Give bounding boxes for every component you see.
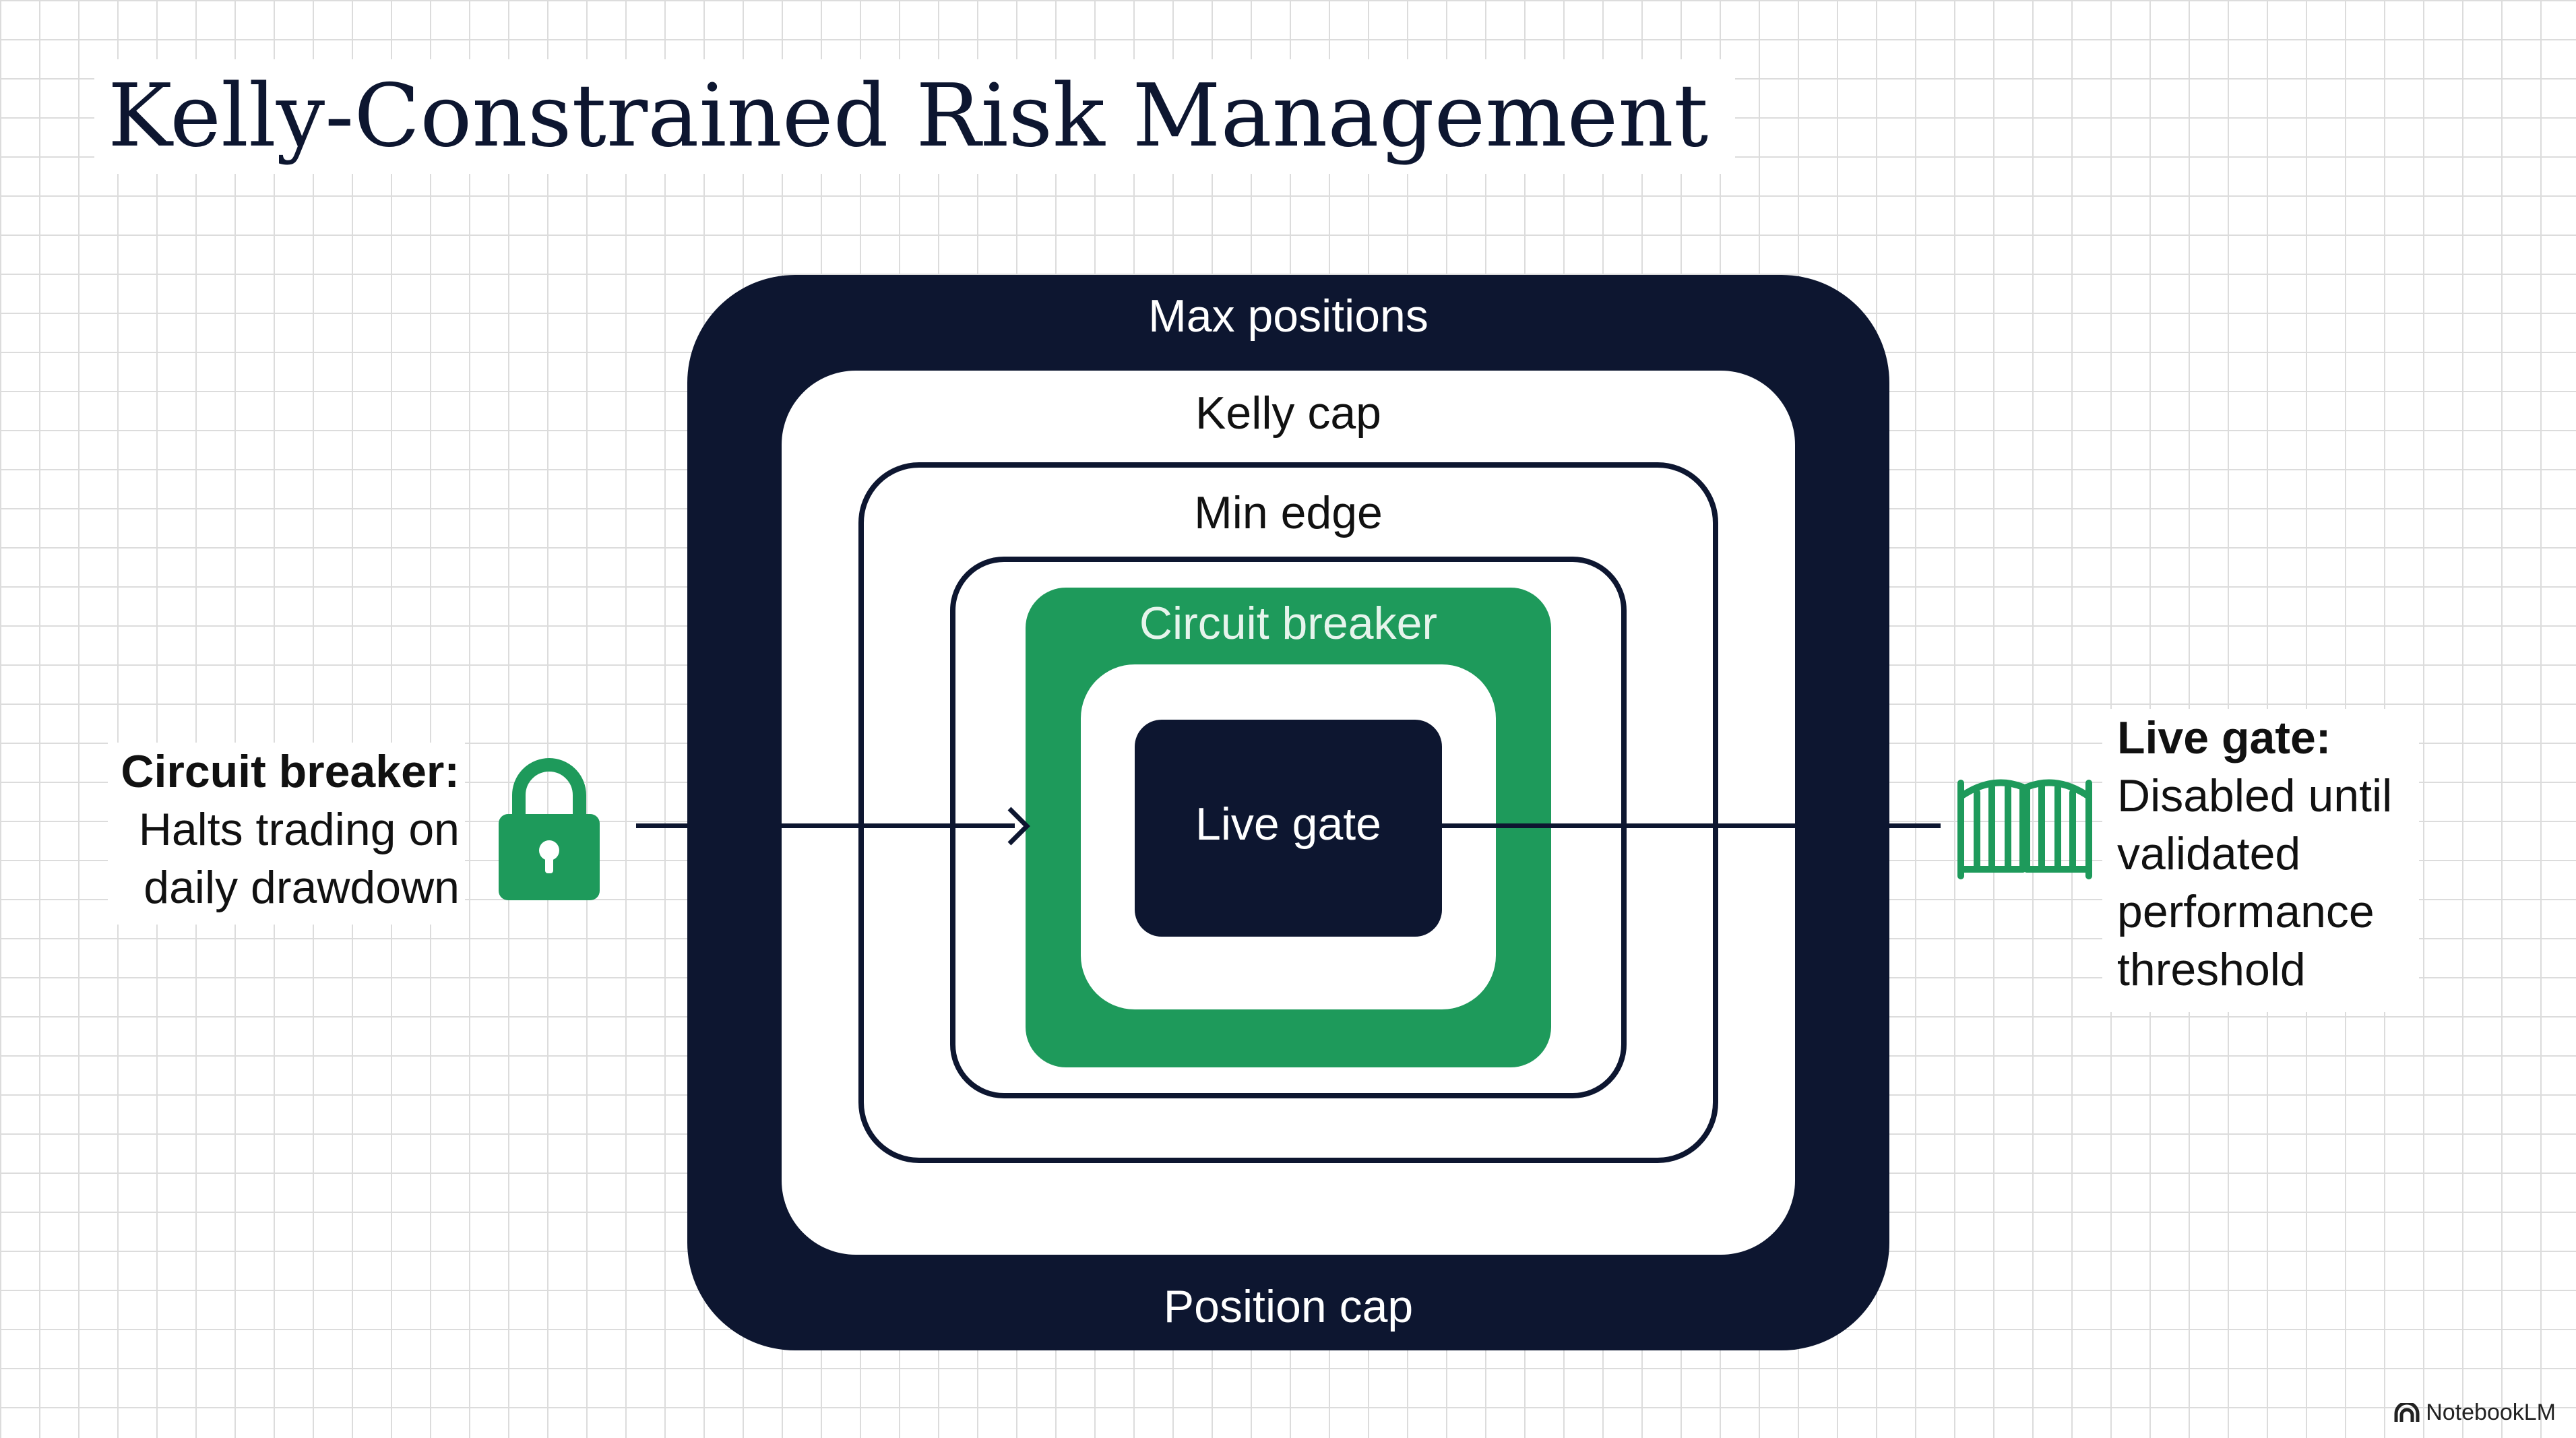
notebooklm-logo-icon: [2394, 1402, 2420, 1422]
right-connector-inner: [1442, 823, 1795, 828]
live-gate-note-line: Disabled until: [2117, 770, 2393, 821]
left-connector-outer: [636, 823, 687, 828]
brand-watermark: NotebookLM: [2393, 1400, 2556, 1426]
live-gate-note-line: threshold: [2117, 944, 2306, 995]
circuit-breaker-label: Circuit breaker: [1139, 598, 1438, 649]
arrow-right-icon: [1007, 807, 1030, 846]
circuit-breaker-note: Circuit breaker: Halts trading on daily …: [108, 743, 465, 925]
live-gate-note-line: validated: [2117, 828, 2301, 879]
min-edge-label: Min edge: [1194, 487, 1383, 538]
live-gate-note-line: performance: [2117, 886, 2375, 937]
live-gate-note-heading: Live gate:: [2117, 712, 2331, 763]
circuit-breaker-note-heading: Circuit breaker:: [121, 746, 460, 797]
live-gate-label: Live gate: [1195, 799, 1381, 850]
live-gate-note: Live gate: Disabled until validated perf…: [2102, 709, 2419, 1012]
circuit-breaker-note-line: Halts trading on: [138, 804, 460, 855]
gate-icon: [1957, 779, 2092, 879]
page-title: Kelly-Constrained Risk Management: [94, 59, 1736, 174]
brand-name: NotebookLM: [2426, 1400, 2556, 1425]
left-connector-inner: [782, 823, 1015, 828]
max-positions-label: Max positions: [1148, 290, 1428, 342]
layer-live-gate: Live gate: [1135, 720, 1442, 937]
padlock-icon: [499, 758, 600, 900]
position-cap-label: Position cap: [1163, 1281, 1414, 1332]
layer-min-edge: Min edge: [858, 462, 1718, 1163]
right-connector-outer: [1889, 823, 1941, 828]
circuit-breaker-note-line: daily drawdown: [144, 862, 460, 913]
kelly-cap-label: Kelly cap: [1195, 387, 1381, 439]
